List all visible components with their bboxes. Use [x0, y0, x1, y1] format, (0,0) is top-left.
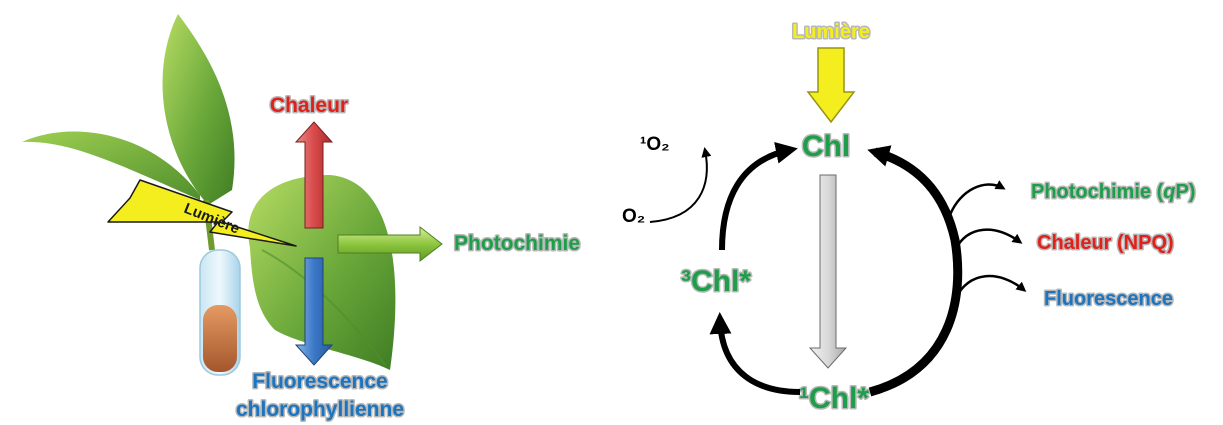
plant-illustration	[22, 14, 396, 376]
light-input-arrow	[806, 47, 856, 124]
oxygen-label: O₂	[622, 206, 645, 227]
deexcitation-arc	[867, 145, 963, 397]
tube-soil	[203, 305, 237, 372]
excitation-arrow	[808, 174, 848, 369]
out-photochemistry-q: q	[1163, 181, 1175, 203]
isc-arrow	[709, 312, 801, 395]
singlet-chl-label: ¹Chl*	[799, 382, 869, 415]
out-photochemistry-label: Photochimie (qP)	[1031, 181, 1195, 203]
fluorescence-arrow	[294, 257, 334, 366]
heat-arrow	[294, 121, 334, 229]
branch-fluorescence-arrow	[953, 274, 1027, 301]
triplet-chl-label: ³Chl*	[681, 265, 751, 298]
photochemistry-arrow	[337, 225, 443, 263]
left-fluorescence-label-line2: chlorophyllienne	[236, 398, 404, 421]
branch-heat-arrow	[953, 228, 1023, 251]
left-heat-label: Chaleur	[270, 94, 348, 117]
left-photochemistry-label: Photochimie	[454, 232, 580, 255]
leaf-left	[22, 131, 200, 200]
chl-ground-state-label: Chl	[802, 130, 850, 163]
out-fluorescence-label: Fluorescence	[1044, 288, 1173, 310]
leaf-top	[162, 14, 235, 205]
left-fluorescence-label-line1: Fluorescence	[252, 370, 387, 393]
oxygen-conversion-arrow	[649, 147, 712, 223]
singlet-oxygen-label: ¹O₂	[640, 134, 670, 155]
out-photochemistry-prefix: Photochimie (	[1031, 181, 1164, 203]
out-heat-label: Chaleur (NPQ)	[1037, 232, 1174, 254]
lightning-bolt-icon	[107, 179, 297, 247]
out-photochemistry-suffix: P)	[1175, 181, 1195, 203]
branch-photochemistry-arrow	[948, 180, 1006, 216]
triplet-return-arrow	[719, 141, 798, 251]
right-light-label: Lumière	[792, 21, 870, 43]
